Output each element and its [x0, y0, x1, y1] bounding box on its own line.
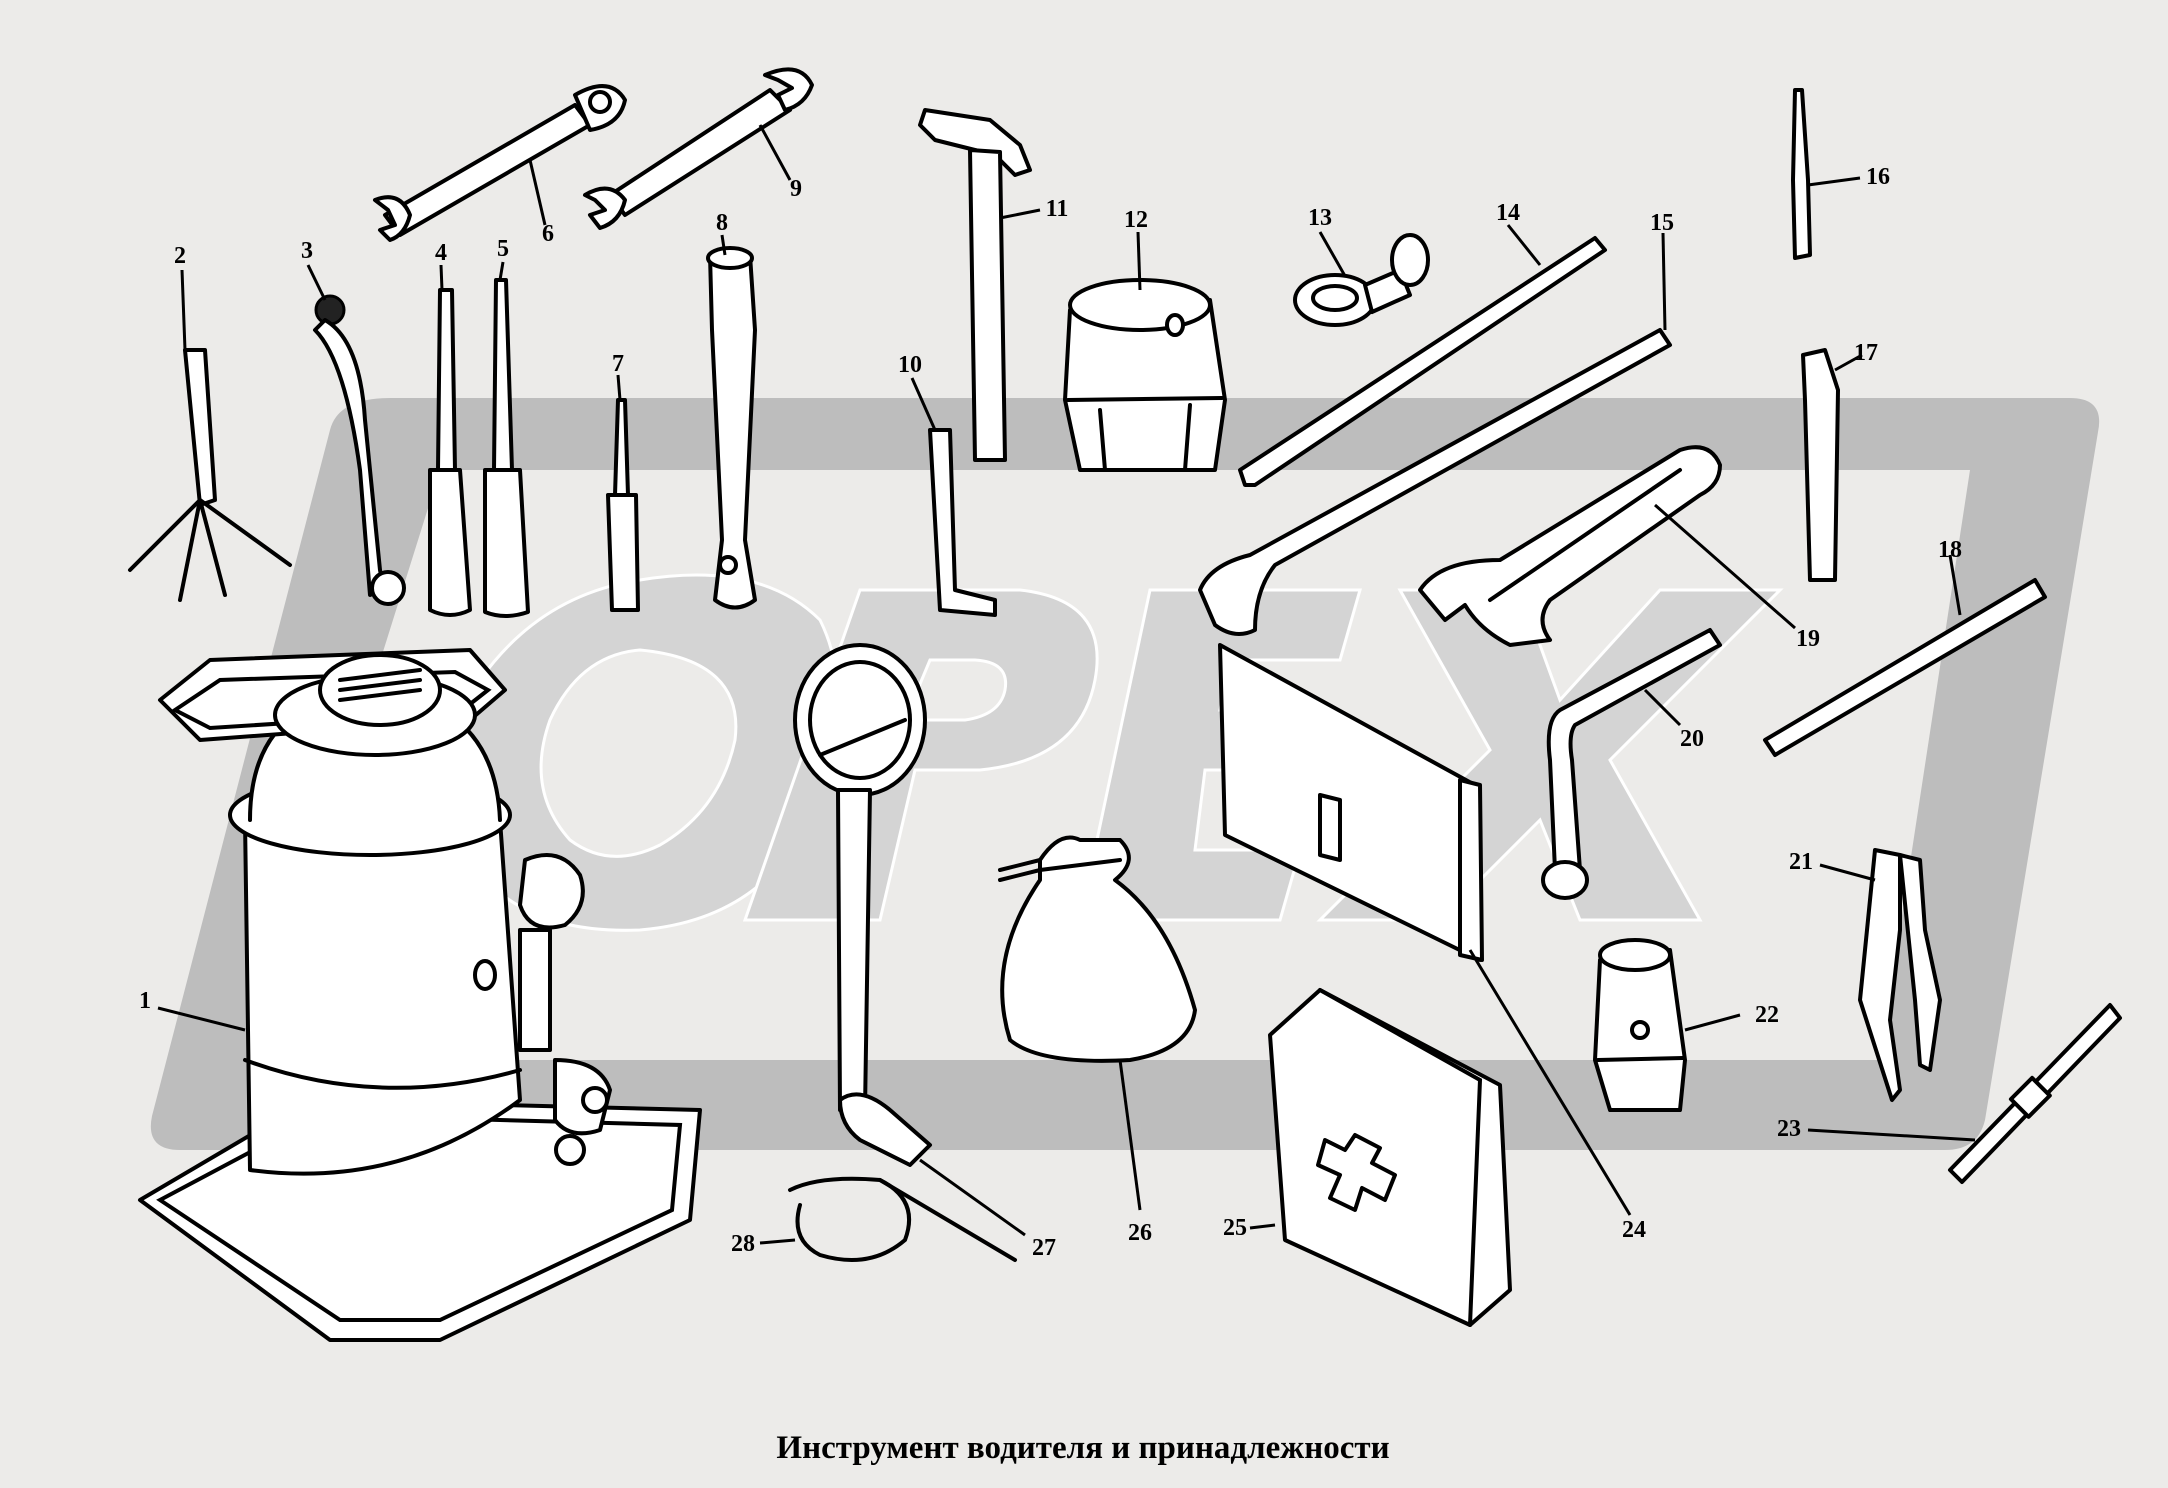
callout-28: 28 — [731, 1231, 755, 1257]
callout-24: 24 — [1622, 1217, 1646, 1243]
part-21-pliers — [1858, 848, 1942, 1102]
callout-19: 19 — [1796, 626, 1820, 652]
callout-27: 27 — [1032, 1235, 1056, 1261]
diagram-title: Инструмент водителя и принадлежности — [776, 1430, 1389, 1466]
part-27-tire-gauge — [793, 643, 932, 1167]
callout-8: 8 — [716, 210, 728, 236]
callout-10: 10 — [898, 352, 922, 378]
part-7-screwdriver — [606, 398, 640, 612]
part-28-hose — [788, 1176, 1017, 1262]
part-26-bag — [998, 835, 1197, 1063]
callout-25: 25 — [1223, 1215, 1247, 1241]
part-20-l-wrench — [1541, 628, 1722, 900]
callout-23: 23 — [1777, 1116, 1801, 1142]
callout-3: 3 — [301, 238, 313, 264]
part-2-tool — [128, 348, 292, 602]
part-1-hydraulic-jack — [138, 648, 702, 1342]
callout-16: 16 — [1866, 164, 1890, 190]
part-25-first-aid-kit — [1268, 988, 1512, 1327]
callout-labels: 1 2 3 4 5 6 7 8 9 10 11 12 13 14 15 16 1… — [139, 164, 1962, 1261]
callout-5: 5 — [497, 236, 509, 262]
part-16-punch — [1791, 88, 1812, 260]
part-18-rod — [1763, 578, 2047, 757]
part-17-chisel — [1801, 348, 1840, 582]
callout-17: 17 — [1854, 340, 1878, 366]
callout-12: 12 — [1124, 207, 1148, 233]
part-13-ring-wrench — [1293, 233, 1430, 327]
part-4-screwdriver — [428, 288, 472, 617]
callout-13: 13 — [1308, 205, 1332, 231]
callout-6: 6 — [542, 221, 554, 247]
callout-11: 11 — [1046, 196, 1069, 222]
callout-1: 1 — [139, 988, 151, 1014]
part-6-open-end-wrench — [373, 84, 627, 242]
part-19-adjustable-wrench — [1418, 445, 1722, 647]
leader-lines — [157, 124, 1976, 1245]
part-22-socket — [1593, 938, 1687, 1112]
part-10-hex-key — [928, 428, 997, 617]
part-23-bar — [1948, 1003, 2122, 1184]
part-14-pry-bar — [1238, 236, 1607, 487]
callout-15: 15 — [1650, 210, 1674, 236]
part-11-hammer — [918, 108, 1032, 462]
callout-2: 2 — [174, 243, 186, 269]
callout-20: 20 — [1680, 726, 1704, 752]
callout-14: 14 — [1496, 200, 1520, 226]
part-3-box-wrench — [313, 294, 406, 606]
part-8-socket-wrench — [706, 246, 757, 610]
part-15-tire-lever — [1198, 328, 1672, 636]
callout-22: 22 — [1755, 1002, 1779, 1028]
callout-7: 7 — [612, 351, 624, 377]
callout-4: 4 — [435, 240, 447, 266]
callout-9: 9 — [790, 176, 802, 202]
part-12-socket — [1063, 278, 1227, 472]
part-5-screwdriver — [483, 278, 530, 618]
part-9-open-end-wrench — [583, 67, 814, 230]
callout-26: 26 — [1128, 1220, 1152, 1246]
callout-18: 18 — [1938, 537, 1962, 563]
callout-21: 21 — [1789, 849, 1813, 875]
part-24-document-case — [1218, 643, 1484, 962]
